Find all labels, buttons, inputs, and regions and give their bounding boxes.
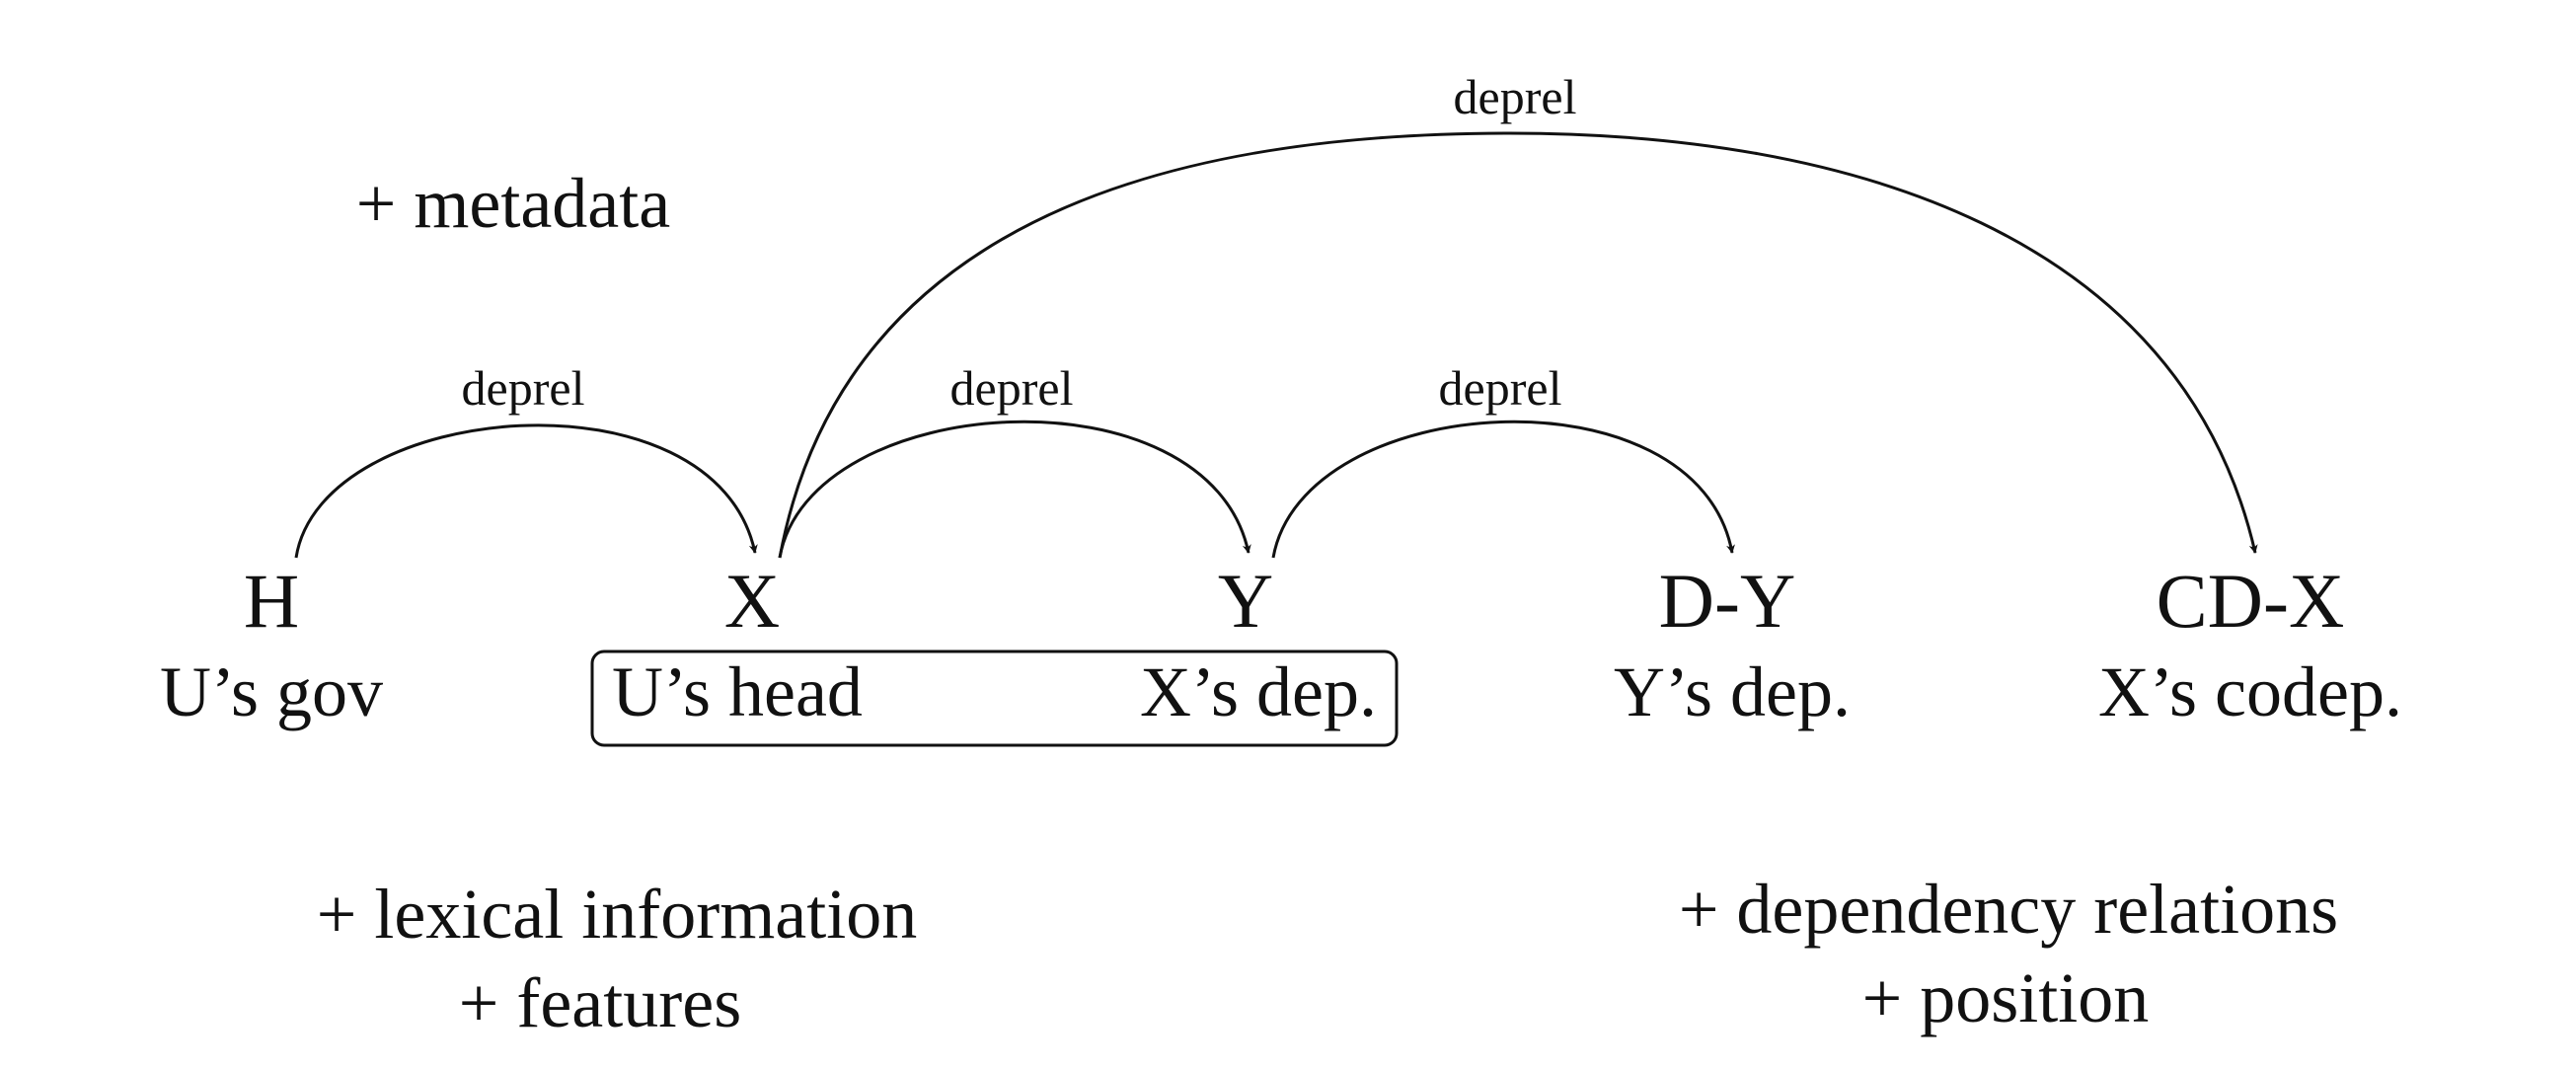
arc-label-x-y: deprel (950, 360, 1074, 416)
arc-label-h-x: deprel (462, 360, 585, 416)
node-h: H (244, 558, 299, 644)
node-x: X (724, 558, 780, 644)
node-cdx: CD-X (2157, 558, 2345, 644)
metadata-note: + metadata (356, 164, 670, 243)
dependency-note: + dependency relations (1679, 870, 2338, 949)
arc-y-to-dy (1271, 420, 1735, 559)
role-h: U’s gov (160, 652, 383, 731)
unit-box (590, 650, 1399, 747)
features-note: + features (459, 963, 741, 1042)
lexical-note: + lexical information (317, 875, 917, 954)
arc-x-to-y (778, 420, 1251, 559)
role-dy: Y’s dep. (1614, 652, 1851, 731)
node-dy: D-Y (1659, 558, 1796, 644)
arc-label-x-cdx: deprel (1454, 69, 1577, 124)
arc-h-to-x (294, 423, 758, 559)
role-cdx: X’s codep. (2098, 652, 2402, 731)
arc-label-y-dy: deprel (1439, 360, 1562, 416)
node-y: Y (1218, 558, 1273, 644)
role-y: X’s dep. (1140, 652, 1377, 731)
role-x: U’s head (612, 652, 863, 731)
arc-x-to-cdx (778, 131, 2258, 559)
position-note: + position (1862, 958, 2150, 1037)
